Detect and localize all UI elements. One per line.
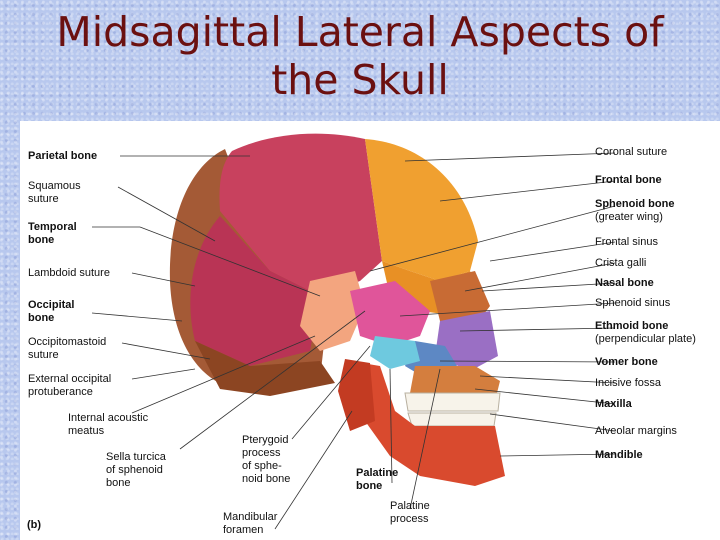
label-sphenoid-sinus: Sphenoid sinus	[595, 297, 671, 309]
label-parietal-bone: Parietal bone	[28, 150, 98, 162]
label-temporal-bone: Temporal bone	[28, 221, 77, 247]
label-pterygoid-line-1: Pterygoid	[242, 434, 289, 446]
figure-id-label: (b)	[27, 519, 42, 531]
skull-figure-panel: Parietal bone Squamous suture Temporal b…	[20, 121, 720, 540]
frontal-bone-shape	[365, 139, 478, 281]
nasal-region-shape	[430, 271, 490, 326]
label-pterygoid-line-3: of sphe-	[242, 460, 282, 472]
label-ethmoid-line-1: Ethmoid bone	[595, 320, 669, 332]
label-palatine-bone: Palatine bone	[356, 467, 398, 493]
sphenoid-bone-shape	[350, 281, 430, 346]
label-internal-acoustic-meatus: Internal acoustic meatus	[68, 412, 148, 438]
slide-title-line-2: the Skull	[271, 56, 449, 104]
skull-illustration	[91, 133, 616, 530]
label-occipital-bone-line-1: Occipital	[28, 299, 75, 311]
label-temporal-bone-line-1: Temporal	[28, 221, 77, 233]
label-pterygoid-line-4: noid bone	[242, 473, 291, 485]
label-vomer-bone: Vomer bone	[595, 356, 658, 368]
label-palatine-process-line-1: Palatine	[390, 500, 430, 512]
lower-teeth-shape	[407, 412, 497, 427]
parietal-bone-shape	[219, 133, 382, 296]
label-sella-line-2: of sphenoid	[106, 464, 163, 476]
label-eop-line-2: protuberance	[28, 386, 93, 398]
label-ethmoid-line-2: (perpendicular plate)	[595, 333, 696, 345]
label-palatine-bone-line-1: Palatine	[356, 467, 399, 479]
label-coronal-suture: Coronal suture	[595, 146, 668, 158]
label-mandibular-foramen-line-1: Mandibular	[223, 511, 278, 523]
label-temporal-bone-line-2: bone	[28, 234, 55, 246]
label-sella-line-3: bone	[106, 477, 131, 489]
label-iam-line-1: Internal acoustic	[68, 412, 149, 424]
mandible-ramus-shape	[338, 359, 375, 431]
label-iam-line-2: meatus	[68, 425, 105, 437]
parietal-inner-shape	[190, 216, 320, 366]
label-occipital-bone-line-2: bone	[28, 312, 55, 324]
label-sella-line-1: Sella turcica	[106, 451, 166, 463]
label-alveolar-margins: Alveolar margins	[595, 425, 677, 437]
label-occipitomastoid-line-1: Occipitomastoid	[28, 336, 107, 348]
label-palatine-process-line-2: process	[390, 513, 429, 525]
label-frontal-sinus: Frontal sinus	[595, 236, 658, 248]
label-frontal-bone: Frontal bone	[595, 174, 662, 186]
label-ethmoid-bone: Ethmoid bone (perpendicular plate)	[595, 320, 696, 346]
leader-lines	[91, 152, 616, 530]
label-squamous-suture: Squamous suture	[28, 180, 81, 206]
label-squamous-suture-line-2: suture	[28, 193, 59, 205]
upper-teeth-shape	[404, 392, 501, 412]
temporal-bone-shape	[300, 271, 365, 351]
label-palatine-process: Palatine process	[390, 500, 430, 526]
label-pterygoid-process: Pterygoid process of sphe- noid bone	[242, 434, 290, 486]
label-mandible: Mandible	[595, 449, 643, 461]
label-external-occipital-protuberance: External occipital protuberance	[28, 373, 111, 399]
label-occipitomastoid-suture: Occipitomastoid suture	[28, 336, 106, 362]
mandible-shape	[350, 361, 505, 486]
label-incisive-fossa: Incisive fossa	[595, 377, 662, 389]
label-mandibular-foramen-line-2: foramen	[223, 524, 264, 536]
label-crista-galli: Crista galli	[595, 257, 647, 269]
slide-title-line-1: Midsagittal Lateral Aspects of	[56, 8, 664, 56]
label-eop-line-1: External occipital	[28, 373, 112, 385]
label-maxilla: Maxilla	[595, 398, 632, 410]
label-occipital-bone: Occipital bone	[28, 299, 74, 325]
label-mandibular-foramen: Mandibular foramen	[223, 511, 277, 537]
label-nasal-bone: Nasal bone	[595, 277, 654, 289]
slide-title: Midsagittal Lateral Aspects of the Skull	[0, 8, 720, 104]
label-squamous-suture-line-1: Squamous	[28, 180, 81, 192]
label-pterygoid-line-2: process	[242, 447, 281, 459]
label-occipitomastoid-line-2: suture	[28, 349, 59, 361]
label-lambdoid-suture: Lambdoid suture	[28, 267, 110, 279]
occipital-base-shape	[195, 341, 335, 396]
label-sella-turcica: Sella turcica of sphenoid bone	[106, 451, 166, 490]
label-sphenoid-line-2: (greater wing)	[595, 211, 663, 223]
label-palatine-bone-line-2: bone	[356, 480, 383, 492]
label-sphenoid-bone: Sphenoid bone (greater wing)	[595, 198, 674, 224]
label-sphenoid-line-1: Sphenoid bone	[595, 198, 675, 210]
palatine-bone-shape	[370, 336, 420, 369]
